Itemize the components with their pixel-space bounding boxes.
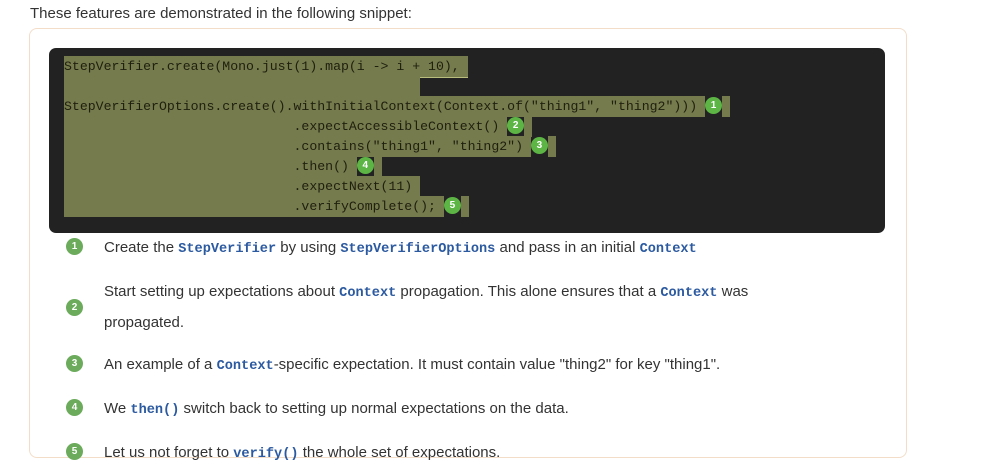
inline-code: Context (216, 359, 274, 374)
code-callout-badge-3[interactable]: 3 (530, 137, 548, 155)
colist-text-run: An example of a (104, 356, 217, 373)
inline-code: then() (130, 403, 180, 418)
code-line-text: StepVerifierOptions.create().withInitial… (64, 96, 706, 117)
inline-code: Context (639, 242, 697, 257)
colist-item: 5 Let us not forget to verify() the whole… (66, 438, 876, 469)
inline-code: StepVerifier (178, 242, 277, 257)
callout-list: 1 Create the StepVerifier by using StepVe… (66, 233, 876, 470)
code-line-text: .contains("thing1", "thing2") (64, 136, 531, 157)
code-line-highlight-tail (373, 156, 382, 177)
intro-text: These features are demonstrated in the f… (30, 5, 412, 22)
colist-text: Start setting up expectations about Cont… (104, 277, 824, 337)
code-block[interactable]: StepVerifier.create(Mono.just(1).map(i -… (49, 48, 885, 233)
code-callout-badge-1[interactable]: 1 (705, 97, 723, 115)
code-line: .expectAccessibleContext() 2 (64, 116, 885, 137)
colist-badge-4[interactable]: 4 (66, 399, 83, 416)
colist-badge-2[interactable]: 2 (66, 298, 83, 316)
code-line: .verifyComplete(); 5 (64, 196, 885, 217)
code-callout-badge-5[interactable]: 5 (443, 197, 461, 215)
code-line-text: .expectAccessibleContext() (64, 116, 508, 137)
colist-item: 4 We then() switch back to setting up nor… (66, 394, 876, 425)
colist-text-run: Let us not forget to (104, 444, 234, 461)
code-line-highlight-tail (460, 196, 469, 217)
inline-code: Context (660, 286, 718, 301)
colist-text: Create the StepVerifier by using StepVer… (104, 233, 697, 264)
code-line: StepVerifierOptions.create().withInitial… (64, 96, 885, 117)
code-lines: StepVerifier.create(Mono.just(1).map(i -… (64, 56, 885, 233)
colist-item: 2 Start setting up expectations about Con… (66, 277, 876, 337)
colist-text-run: -specific expectation. It must contain v… (273, 356, 721, 373)
colist-item: 1 Create the StepVerifier by using StepVe… (66, 233, 876, 264)
code-line-highlight-tail (524, 116, 533, 137)
colist-text-run: was propagated. (104, 283, 749, 331)
inline-code: verify() (233, 447, 299, 462)
colist-text: We then() switch back to setting up norm… (104, 394, 569, 425)
code-line: StepVerifier.create(Mono.just(1).map(i -… (64, 56, 885, 78)
colist-item: 3 An example of a Context-specific expect… (66, 350, 876, 381)
colist-text-run: propagation. This alone ensures that a (396, 283, 661, 300)
colist-text-run: We (104, 400, 131, 417)
colist-text-run: Create the (104, 239, 179, 256)
code-line: .then() 4 (64, 156, 885, 178)
colist-badge-1[interactable]: 1 (66, 238, 83, 255)
colist-text-run: switch back to setting up normal expecta… (179, 400, 569, 417)
code-line-text: .expectNext(11) (64, 176, 421, 197)
colist-text: Let us not forget to verify() the whole … (104, 438, 500, 469)
code-line-text: StepVerifier.create(Mono.just(1).map(i -… (64, 56, 468, 77)
colist-text-run: and pass in an initial (495, 239, 640, 256)
colist-text-run: the whole set of expectations. (298, 444, 501, 461)
code-line-text: .then() (64, 156, 357, 177)
code-line-highlight-tail (722, 96, 730, 117)
colist-badge-5[interactable]: 5 (66, 443, 83, 460)
code-line: .contains("thing1", "thing2") 3 (64, 136, 885, 157)
code-line-text: .verifyComplete(); (64, 196, 444, 217)
colist-text-run: Start setting up expectations about (104, 283, 340, 300)
code-callout-badge-2[interactable]: 2 (507, 117, 525, 135)
snippet-container: StepVerifier.create(Mono.just(1).map(i -… (29, 28, 907, 462)
code-line-highlight-tail (547, 136, 556, 157)
colist-text-run: by using (276, 239, 341, 256)
inline-code: Context (339, 286, 397, 301)
inline-code: StepVerifierOptions (340, 242, 496, 257)
colist-text: An example of a Context-specific expecta… (104, 350, 720, 381)
code-callout-badge-4[interactable]: 4 (356, 157, 374, 175)
code-line (64, 77, 885, 103)
colist-badge-3[interactable]: 3 (66, 355, 83, 372)
code-line: .expectNext(11) (64, 176, 885, 198)
